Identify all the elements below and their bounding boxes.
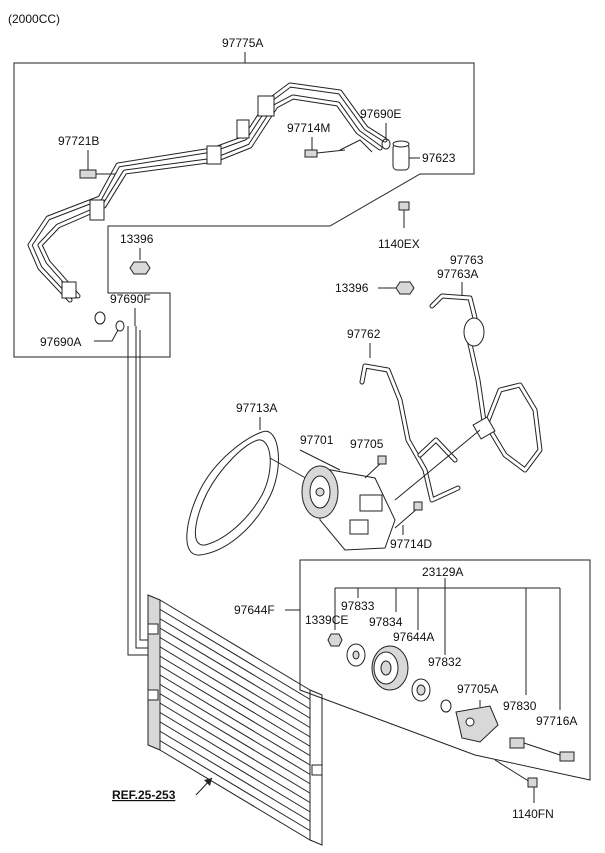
label-1140FN: 1140FN [512, 807, 554, 821]
upper-assembly-box [13, 62, 475, 358]
clutch-leaders [334, 578, 561, 710]
label-97762: 97762 [347, 327, 381, 341]
condenser-fin [159, 618, 311, 710]
field-coil-connector [509, 737, 561, 756]
bolt-icon [494, 759, 538, 788]
o-ring-icon [440, 699, 452, 713]
pipe-block-fitting [257, 95, 275, 117]
pipe-bracket [236, 119, 250, 139]
condenser-fin [159, 674, 311, 766]
label-13396-lower: 13396 [335, 281, 369, 295]
reference-label: REF.25-253 [112, 788, 176, 802]
pipe-joint [89, 199, 105, 221]
condenser-fin [159, 608, 311, 700]
disc-hub [346, 643, 366, 667]
label-97623: 97623 [422, 151, 456, 165]
bolt-icon [394, 501, 423, 529]
condenser [147, 594, 323, 846]
label-23129A: 23129A [422, 565, 463, 579]
o-ring-icon [115, 320, 125, 332]
hex-nut-icon [129, 261, 151, 275]
label-97690E: 97690E [360, 107, 401, 121]
reference-arrowhead [204, 778, 212, 786]
pressure-switch [559, 751, 575, 762]
shim-washer [411, 678, 431, 702]
condenser-fin [159, 712, 311, 803]
compressor-bracket [455, 705, 499, 743]
pipe-clamp [206, 145, 222, 165]
condenser-fin [159, 702, 311, 794]
label-97690F: 97690F [110, 292, 151, 306]
condenser-fin [159, 627, 311, 719]
mount-bracket [339, 139, 373, 153]
condenser-fin [159, 693, 311, 785]
label-97714M: 97714M [287, 121, 330, 135]
label-13396-upper: 13396 [120, 232, 154, 246]
compressor [301, 465, 396, 551]
label-97714D: 97714D [390, 537, 432, 551]
label-97713A: 97713A [236, 401, 277, 415]
charge-valve [79, 169, 115, 179]
label-97690A: 97690A [40, 335, 81, 349]
condenser-fin [159, 665, 311, 757]
label-97705: 97705 [350, 437, 384, 451]
label-97763: 97763 [450, 253, 484, 267]
label-97833: 97833 [341, 599, 375, 613]
label-97701: 97701 [300, 433, 334, 447]
label-97716A: 97716A [536, 714, 577, 728]
clutch-assembly-box [299, 559, 591, 781]
bolt-icon [398, 201, 410, 228]
label-1339CE: 1339CE [305, 613, 348, 627]
condenser-fin [159, 740, 311, 832]
label-97834: 97834 [369, 615, 403, 629]
pipe-end-fitting [61, 281, 77, 299]
suction-hose [429, 293, 543, 473]
hex-nut-icon [327, 633, 343, 647]
drive-belt [186, 430, 279, 556]
bolt-icon [364, 455, 387, 479]
pulley [371, 645, 409, 691]
condenser-fin [159, 646, 311, 738]
o-ring-icon [381, 138, 391, 150]
label-97830: 97830 [503, 699, 537, 713]
condenser-fin [159, 683, 311, 775]
hose-bracket-line [394, 429, 481, 501]
leader-97701 [299, 449, 341, 471]
o-ring-icon [94, 311, 106, 325]
condenser-fin [159, 721, 311, 813]
bolt-icon [304, 149, 346, 158]
condenser-fin [159, 655, 311, 747]
label-97644F: 97644F [234, 603, 275, 617]
variant-label: (2000CC) [8, 12, 60, 26]
label-97705A: 97705A [457, 682, 498, 696]
label-1140EX: 1140EX [378, 237, 420, 251]
label-97775A: 97775A [222, 36, 263, 50]
condenser-fin [159, 730, 311, 822]
condenser-fin [159, 637, 311, 728]
receiver-drier [392, 140, 410, 171]
discharge-hose [359, 363, 461, 503]
label-97832: 97832 [428, 655, 462, 669]
hex-nut-icon [395, 281, 415, 295]
upper-pipe-line [27, 82, 388, 303]
label-97763A: 97763A [437, 267, 478, 281]
label-97721B: 97721B [58, 134, 99, 148]
label-97644A: 97644A [393, 630, 434, 644]
leader-97690A [94, 329, 119, 342]
